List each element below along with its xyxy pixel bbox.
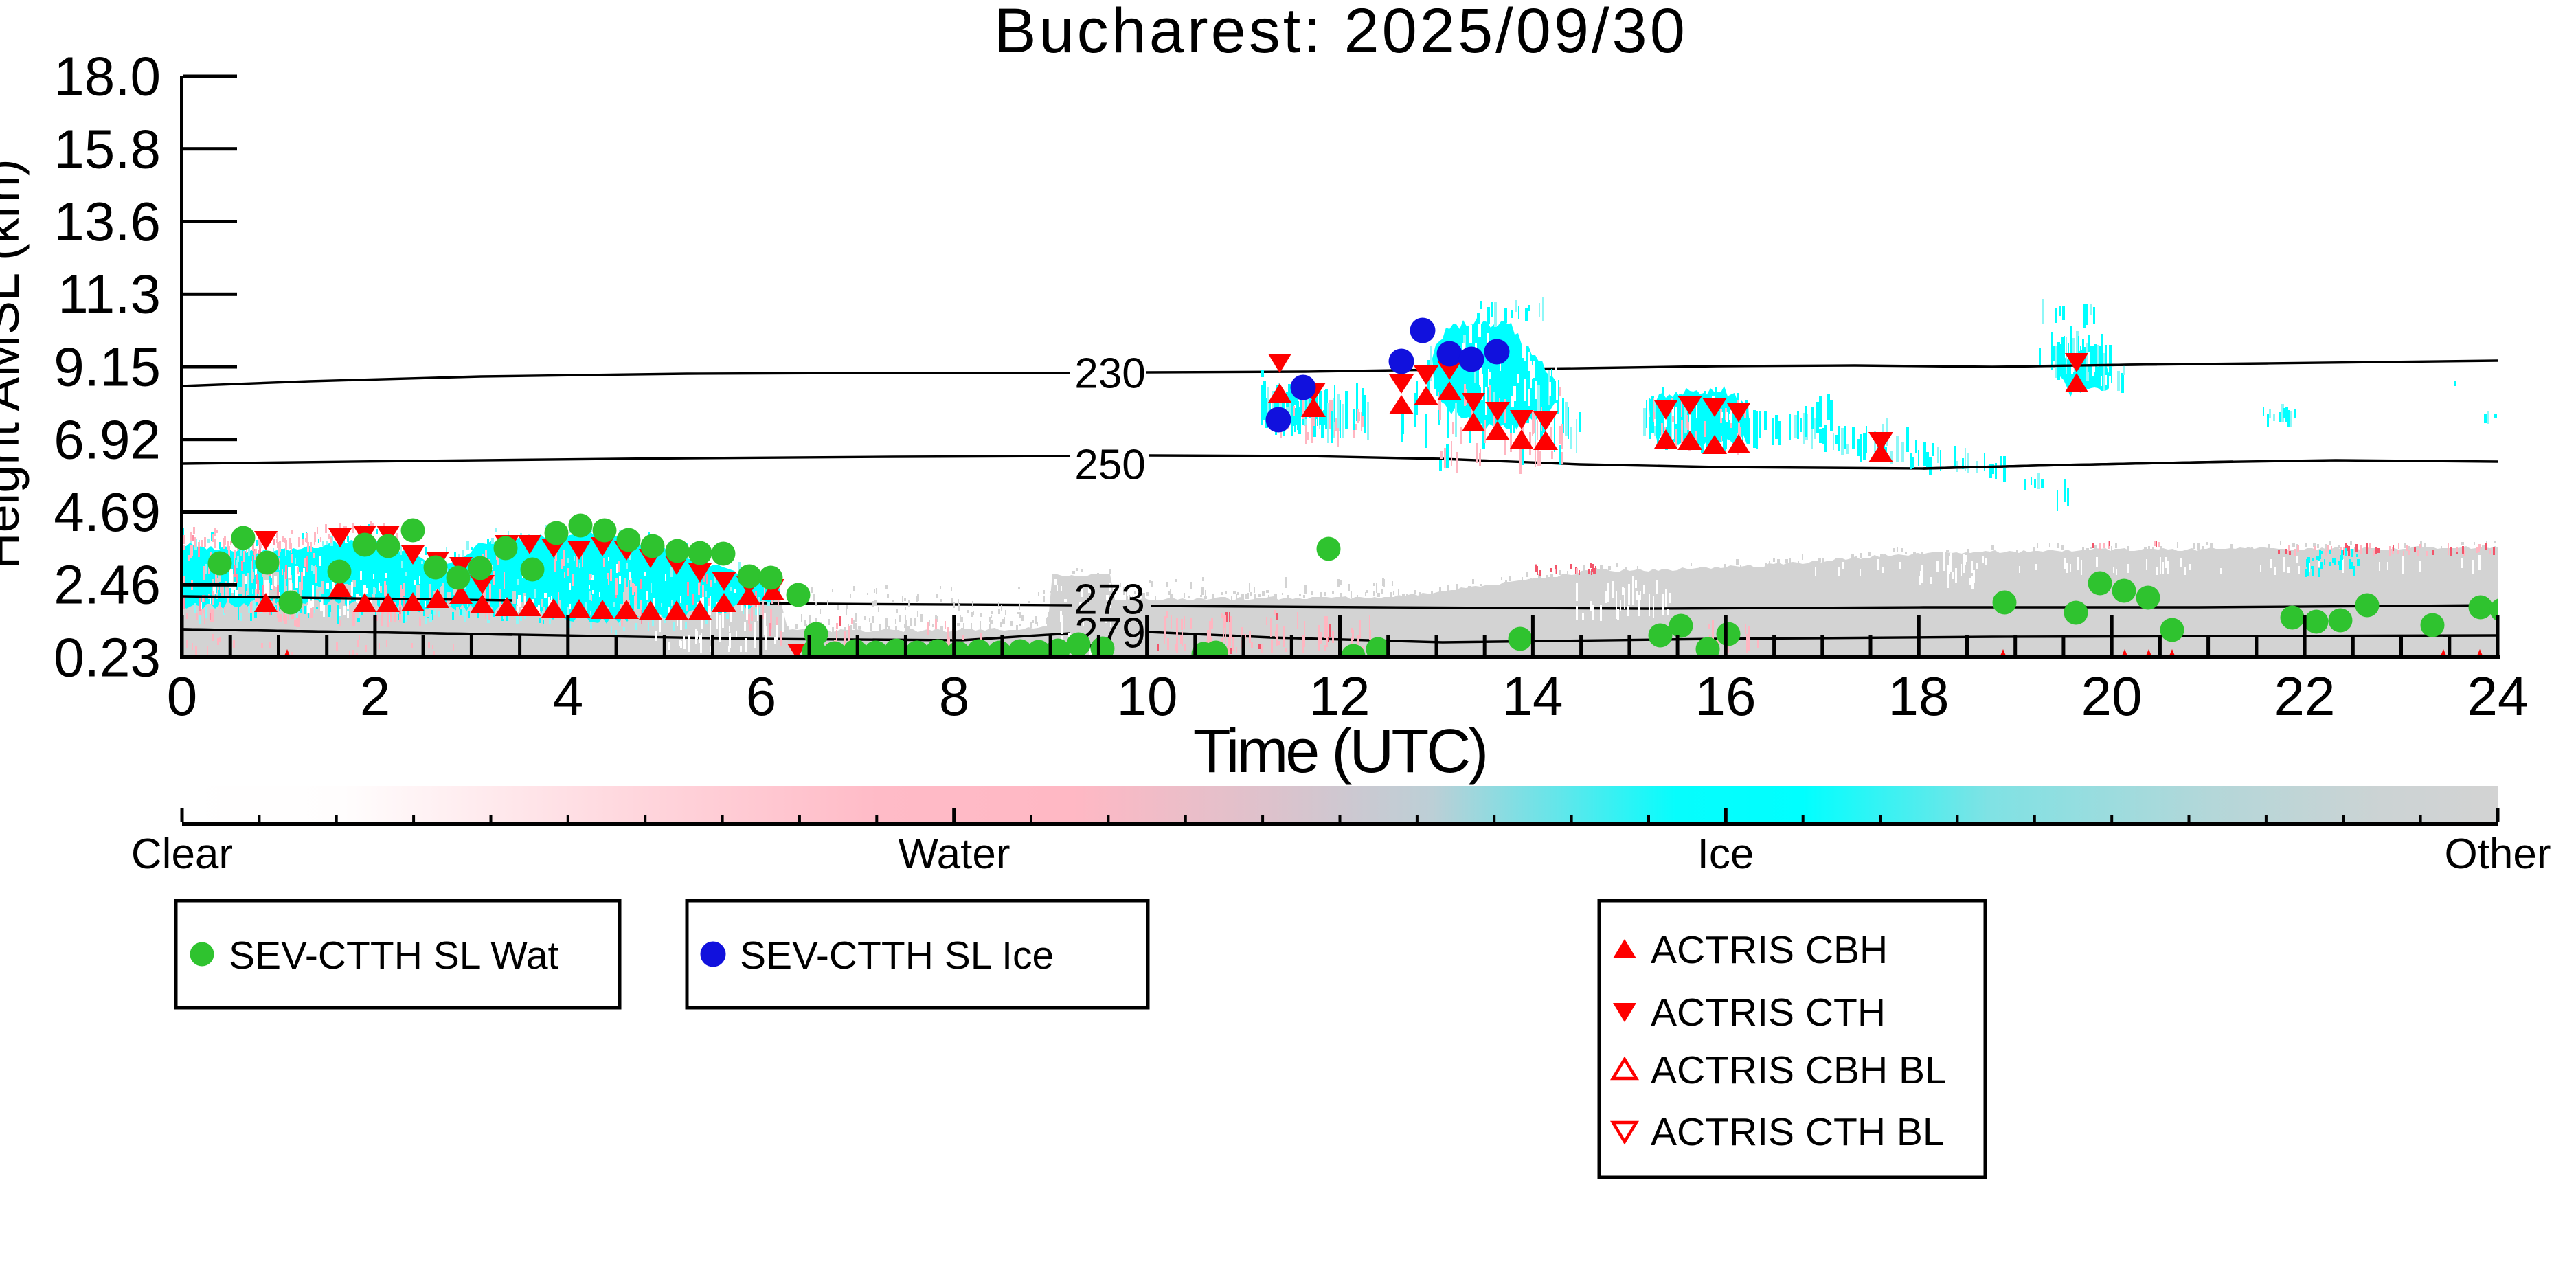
svg-text:0: 0 xyxy=(167,666,198,727)
svg-text:273: 273 xyxy=(1074,576,1144,624)
svg-text:SEV-CTTH SL Wat: SEV-CTTH SL Wat xyxy=(229,934,559,978)
svg-text:24: 24 xyxy=(2467,666,2529,727)
svg-text:18: 18 xyxy=(1888,666,1950,727)
svg-text:9.15: 9.15 xyxy=(54,337,161,398)
svg-text:18.0: 18.0 xyxy=(54,46,161,107)
svg-text:6: 6 xyxy=(746,666,777,727)
svg-text:230: 230 xyxy=(1074,350,1145,398)
svg-text:Clear: Clear xyxy=(131,831,233,878)
svg-text:10: 10 xyxy=(1117,666,1178,727)
svg-text:Time (UTC): Time (UTC) xyxy=(1193,717,1487,786)
svg-text:6.92: 6.92 xyxy=(54,409,161,470)
svg-text:2: 2 xyxy=(360,666,391,727)
svg-text:ACTRIS CTH BL: ACTRIS CTH BL xyxy=(1651,1110,1945,1154)
svg-text:4.69: 4.69 xyxy=(54,482,161,543)
svg-text:Other: Other xyxy=(2444,831,2551,878)
svg-text:ACTRIS CBH: ACTRIS CBH xyxy=(1651,928,1888,972)
svg-text:8: 8 xyxy=(939,666,970,727)
svg-text:ACTRIS CTH: ACTRIS CTH xyxy=(1651,991,1886,1035)
svg-text:12: 12 xyxy=(1309,666,1370,727)
svg-text:Bucharest: 2025/09/30: Bucharest: 2025/09/30 xyxy=(994,0,1688,66)
svg-text:15.8: 15.8 xyxy=(54,118,161,179)
svg-text:14: 14 xyxy=(1502,666,1563,727)
svg-text:11.3: 11.3 xyxy=(58,264,161,325)
svg-text:13.6: 13.6 xyxy=(54,191,161,252)
svg-text:22: 22 xyxy=(2274,666,2336,727)
svg-text:Height AMSL (km): Height AMSL (km) xyxy=(0,159,30,569)
svg-text:4: 4 xyxy=(553,666,584,727)
svg-text:0.23: 0.23 xyxy=(54,627,161,688)
svg-text:SEV-CTTH SL Ice: SEV-CTTH SL Ice xyxy=(740,934,1054,978)
svg-text:Water: Water xyxy=(898,831,1010,878)
svg-text:20: 20 xyxy=(2081,666,2143,727)
svg-text:16: 16 xyxy=(1695,666,1756,727)
svg-text:250: 250 xyxy=(1074,442,1145,489)
svg-text:Ice: Ice xyxy=(1697,831,1754,878)
svg-text:2.46: 2.46 xyxy=(54,554,161,615)
svg-text:ACTRIS CBH BL: ACTRIS CBH BL xyxy=(1651,1048,1947,1092)
